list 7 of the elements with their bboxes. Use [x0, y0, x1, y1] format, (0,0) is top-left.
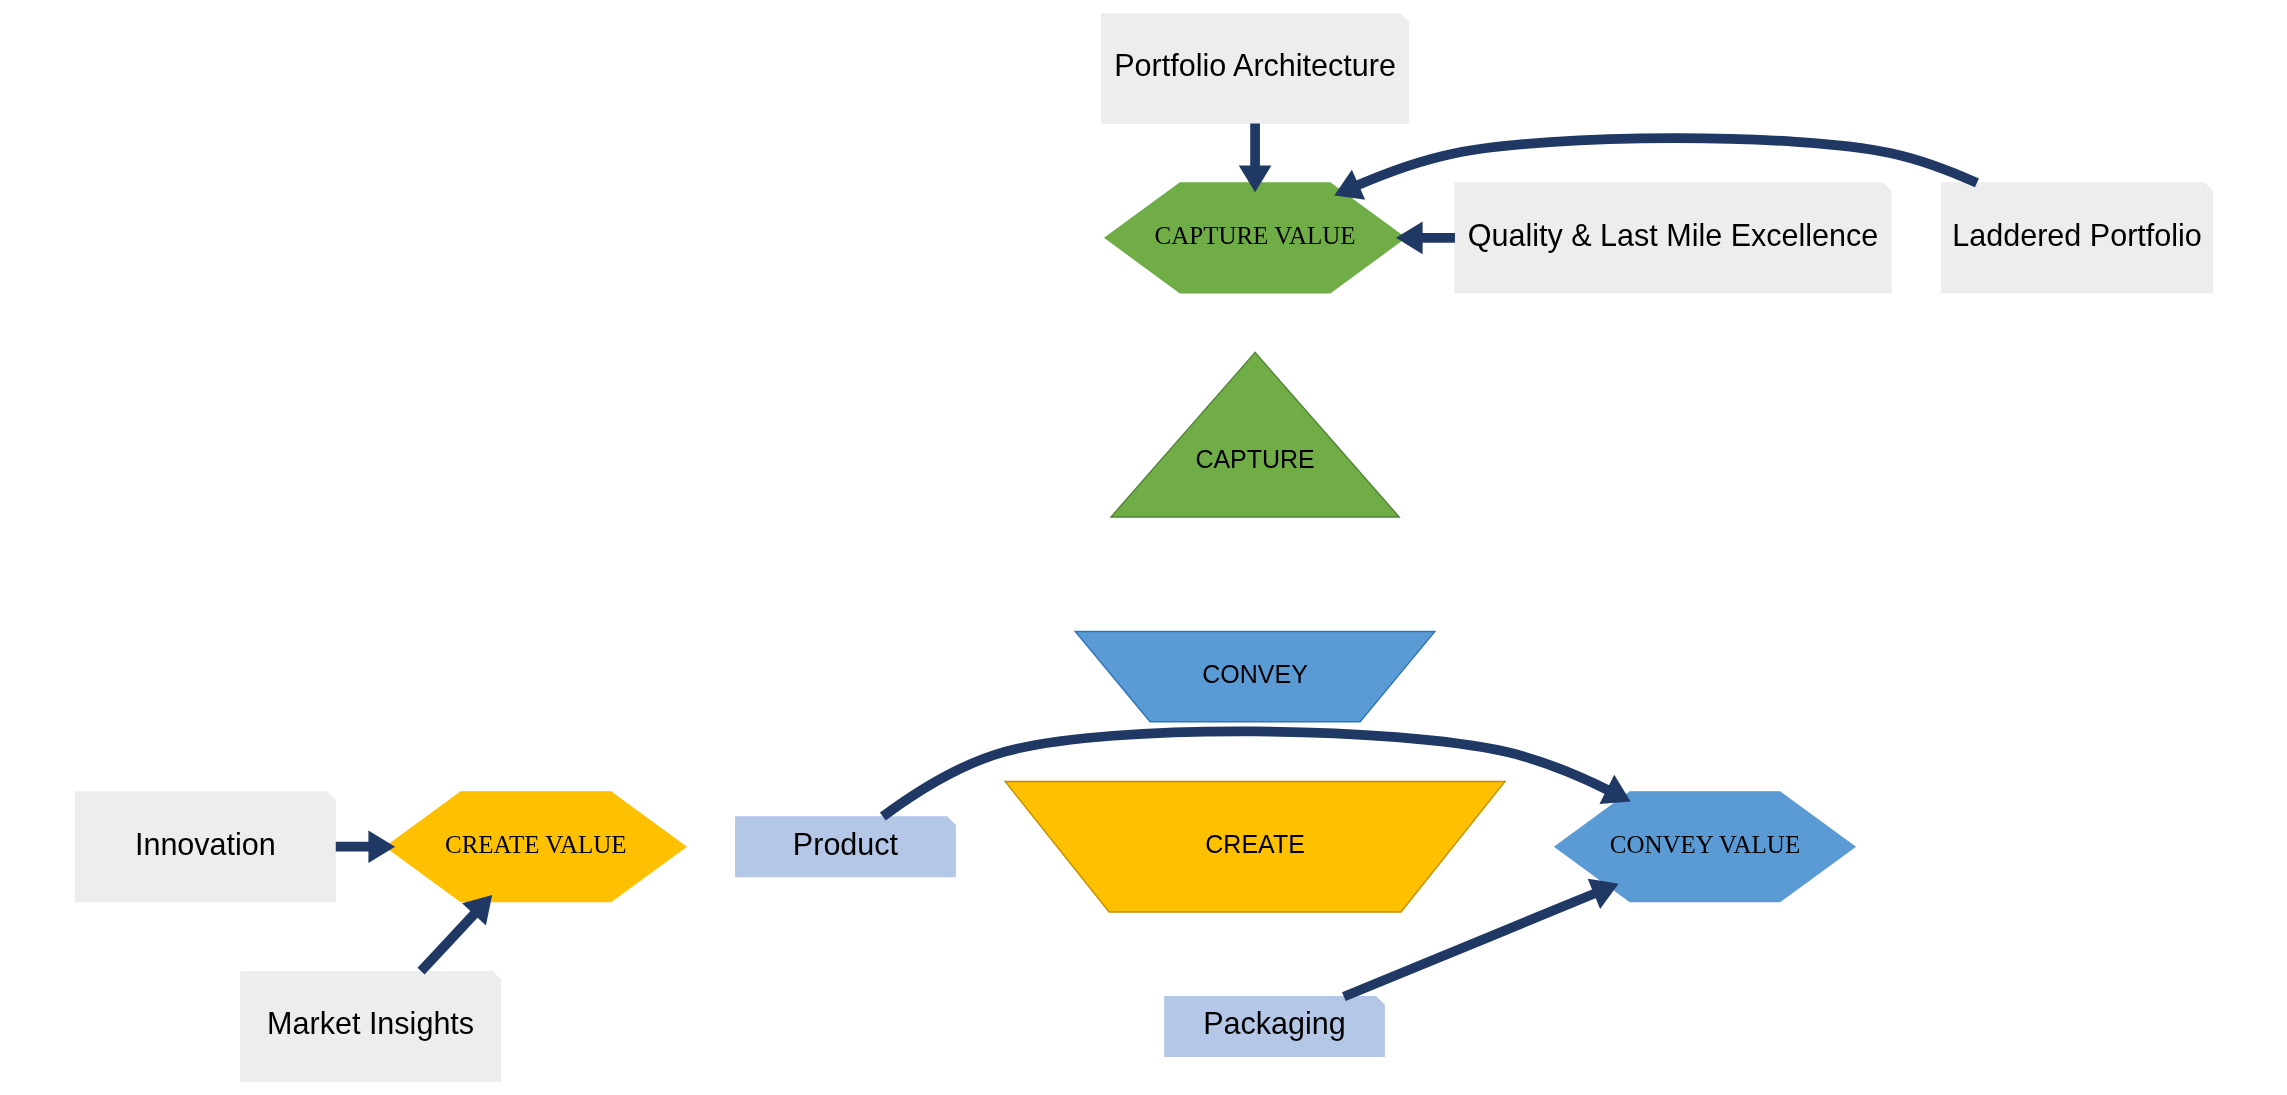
arrow: [417, 894, 492, 975]
arrow: [1395, 221, 1455, 255]
arrow: [1341, 878, 1619, 1002]
arrow: [879, 726, 1631, 821]
arrow: [1333, 133, 1979, 200]
arrow: [335, 830, 395, 864]
arrow: [1238, 123, 1271, 193]
